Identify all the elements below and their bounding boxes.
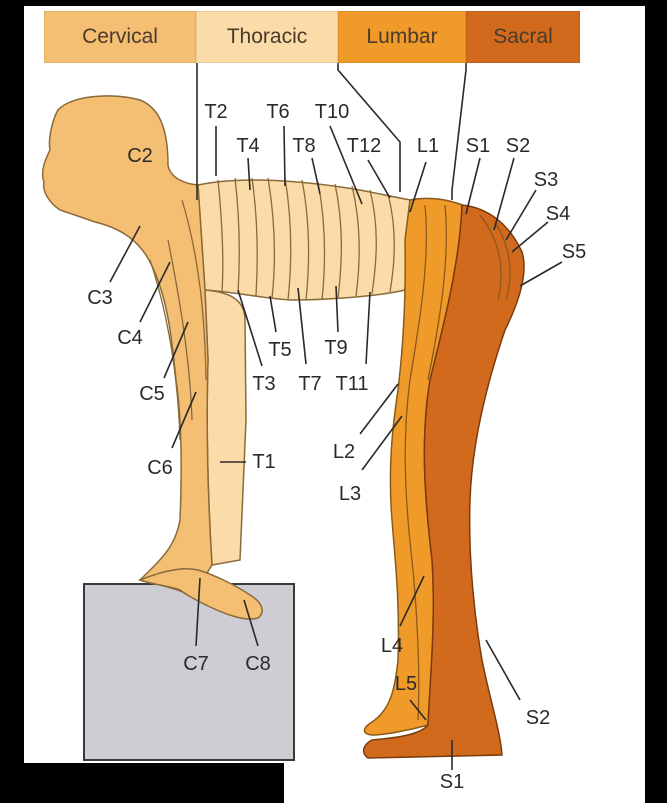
label-s2-leg: S2 [526, 708, 550, 728]
label-s3: S3 [534, 170, 558, 190]
label-c4: C4 [117, 328, 143, 348]
legend-sacral-label: Sacral [493, 25, 553, 49]
arm-thoracic-strip [205, 290, 246, 565]
legend-lumbar: Lumbar [338, 11, 466, 63]
label-s4: S4 [546, 204, 570, 224]
label-l4: L4 [381, 636, 403, 656]
legend-lumbar-label: Lumbar [366, 25, 437, 49]
label-c3: C3 [87, 288, 113, 308]
label-c2: C2 [127, 146, 153, 166]
right-border [645, 0, 667, 803]
label-t11: T11 [336, 374, 369, 394]
thoracic-region [198, 180, 410, 300]
label-l5: L5 [395, 674, 417, 694]
label-t1: T1 [252, 452, 275, 472]
label-c5: C5 [139, 384, 165, 404]
label-l3: L3 [339, 484, 361, 504]
label-t7: T7 [298, 374, 321, 394]
label-t4: T4 [236, 136, 259, 156]
label-t5: T5 [268, 340, 291, 360]
top-border [0, 0, 667, 6]
label-s5: S5 [562, 242, 586, 262]
label-t6: T6 [266, 102, 289, 122]
legend-cervical: Cervical [44, 11, 196, 63]
label-c8: C8 [245, 654, 271, 674]
label-s1-foot: S1 [440, 772, 464, 792]
label-c7: C7 [183, 654, 209, 674]
legend-cervical-label: Cervical [82, 25, 158, 49]
legend-sacral: Sacral [466, 11, 580, 63]
legend-thoracic: Thoracic [196, 11, 338, 63]
label-t8: T8 [292, 136, 315, 156]
label-t12: T12 [347, 136, 381, 156]
label-c6: C6 [147, 458, 173, 478]
redaction-bar [24, 763, 284, 803]
label-t10: T10 [315, 102, 349, 122]
label-t2: T2 [204, 102, 227, 122]
legend-thoracic-label: Thoracic [227, 25, 308, 49]
label-s1-top: S1 [466, 136, 490, 156]
label-s2-top: S2 [506, 136, 530, 156]
label-l1: L1 [417, 136, 439, 156]
label-l2: L2 [333, 442, 355, 462]
label-t9: T9 [324, 338, 347, 358]
label-t3: T3 [252, 374, 275, 394]
left-border [0, 0, 24, 803]
